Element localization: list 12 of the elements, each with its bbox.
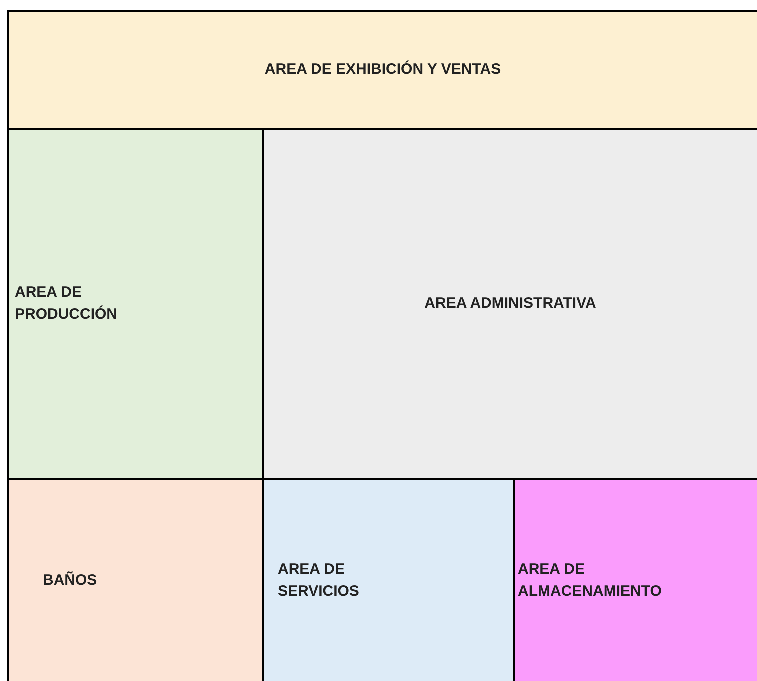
- room-label: AREA DE SERVICIOS: [278, 560, 360, 602]
- room-label: AREA ADMINISTRATIVA: [424, 294, 596, 314]
- room-label: AREA DE ALMACENAMIENTO: [518, 560, 663, 602]
- room-label: AREA DE EXHIBICIÓN Y VENTAS: [264, 60, 502, 80]
- room-label: AREA DE PRODUCCIÓN: [15, 283, 119, 325]
- room-area: [262, 478, 515, 681]
- room-area: [513, 478, 757, 681]
- room-area: [7, 10, 757, 130]
- room-area: [7, 478, 264, 681]
- room-area: [7, 128, 264, 480]
- room-label: BAÑOS: [43, 570, 98, 591]
- room-area: [262, 128, 757, 480]
